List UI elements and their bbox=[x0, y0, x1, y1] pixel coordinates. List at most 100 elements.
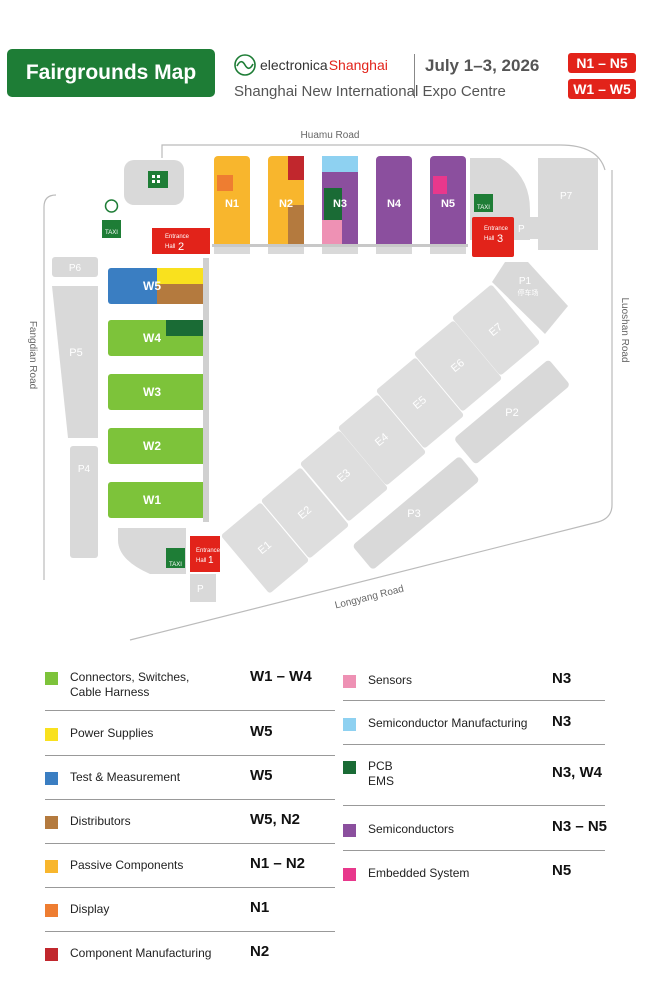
legend-halls: N3 bbox=[552, 713, 572, 730]
parking-p3-label: P3 bbox=[407, 508, 420, 520]
hall-n3-label: N3 bbox=[333, 198, 347, 210]
legend-label: Sensors bbox=[368, 673, 413, 687]
entrance-hall-3[interactable]: Entrance Hall 3 bbox=[472, 217, 514, 257]
parking-p7-label: P7 bbox=[560, 191, 573, 202]
parking-vip-ne-label: P bbox=[518, 224, 525, 235]
parking-p3[interactable] bbox=[352, 456, 480, 571]
legend-divider bbox=[45, 799, 335, 800]
page-title: Fairgrounds Map bbox=[7, 49, 215, 97]
road-south-label: Longyang Road bbox=[334, 584, 405, 612]
legend-label: Test & Measurement bbox=[70, 770, 181, 784]
svg-text:Hall: Hall bbox=[165, 244, 175, 250]
hall-w5[interactable] bbox=[108, 268, 206, 304]
brand-logo: electronica Shanghai bbox=[234, 54, 388, 76]
hall-w3-label: W3 bbox=[143, 385, 161, 399]
hall-n1-label: N1 bbox=[225, 198, 239, 210]
hall-n4[interactable] bbox=[376, 156, 412, 254]
svg-text:Hall: Hall bbox=[484, 236, 494, 242]
parking-p5[interactable] bbox=[52, 286, 98, 438]
legend-label-line2: Cable Harness bbox=[70, 685, 150, 699]
svg-text:Entrance: Entrance bbox=[196, 548, 221, 554]
legend-divider bbox=[45, 755, 335, 756]
parking-vip-ne[interactable] bbox=[515, 217, 541, 239]
hall-w3[interactable] bbox=[108, 374, 206, 410]
taxi-icon-west: TAXI bbox=[102, 199, 121, 238]
parking-p1-sublabel: 停车场 bbox=[518, 288, 539, 297]
hall-w1[interactable] bbox=[108, 482, 206, 518]
legend-halls: N3 bbox=[552, 670, 572, 687]
parking-p2-label: P2 bbox=[505, 407, 518, 419]
parking-p4[interactable] bbox=[70, 446, 98, 558]
legend-item-distributors: Distributors bbox=[45, 814, 131, 829]
hall-n3[interactable] bbox=[322, 156, 358, 254]
legend-item-component-mfg: Component Manufacturing bbox=[45, 946, 211, 961]
legend-divider bbox=[45, 887, 335, 888]
fairgrounds-map: Huamu Road Fangdian Road Luoshan Road Lo… bbox=[27, 130, 630, 641]
svg-text:TAXI: TAXI bbox=[477, 205, 490, 211]
taxi-icon-sw: TAXI bbox=[166, 548, 185, 568]
legend-label: Power Supplies bbox=[70, 726, 154, 740]
legend-label: Semiconductors bbox=[368, 822, 455, 836]
parking-p1[interactable] bbox=[492, 262, 568, 334]
parking-p7[interactable] bbox=[538, 158, 598, 250]
legend-label: PCB bbox=[368, 759, 393, 773]
legend-label: Connectors, Switches, bbox=[70, 670, 190, 684]
road-outlines bbox=[43, 144, 613, 641]
legend-label: Display bbox=[70, 902, 110, 916]
brand-electronica: electronica bbox=[260, 57, 328, 73]
legend-label: Passive Components bbox=[70, 858, 184, 872]
svg-text:Entrance: Entrance bbox=[484, 226, 509, 232]
parking-p2[interactable] bbox=[454, 359, 571, 465]
legend-divider bbox=[45, 843, 335, 844]
legend-halls: W5, N2 bbox=[250, 811, 301, 828]
electronica-logo-icon bbox=[234, 54, 256, 76]
event-date: July 1–3, 2026 bbox=[425, 56, 540, 75]
legend-halls: N3 – N5 bbox=[552, 818, 608, 835]
parking-vip-sw[interactable] bbox=[190, 574, 216, 602]
svg-text:1: 1 bbox=[208, 555, 214, 566]
legend-divider bbox=[45, 931, 335, 932]
legend-label: Embedded System bbox=[368, 866, 470, 880]
legend-halls: W1 – W4 bbox=[250, 668, 312, 685]
hall-n5[interactable] bbox=[430, 156, 466, 254]
legend-halls: N5 bbox=[552, 862, 572, 879]
hall-w1-label: W1 bbox=[143, 493, 161, 507]
legend-label: Component Manufacturing bbox=[70, 946, 212, 960]
hall-w5-label: W5 bbox=[143, 279, 161, 293]
legend-item-test: Test & Measurement bbox=[45, 770, 180, 785]
hall-w2[interactable] bbox=[108, 428, 206, 464]
hall-n2[interactable] bbox=[268, 156, 304, 254]
legend-halls: W5 bbox=[250, 723, 273, 740]
event-venue: Shanghai New International Expo Centre bbox=[234, 83, 506, 100]
legend-divider bbox=[343, 700, 605, 701]
legend-label-line2: EMS bbox=[368, 774, 395, 788]
hall-w2-label: W2 bbox=[143, 439, 161, 453]
parking-p1-label: P1 bbox=[519, 276, 532, 287]
legend-item-power: Power Supplies bbox=[45, 726, 153, 741]
parking-p6[interactable] bbox=[52, 257, 98, 277]
legend-item-passive: Passive Components bbox=[45, 858, 183, 873]
legend-divider bbox=[343, 805, 605, 806]
hall-n5-label: N5 bbox=[441, 198, 455, 210]
header-divider bbox=[414, 54, 415, 98]
road-east-label: Luoshan Road bbox=[619, 297, 630, 362]
svg-text:Hall: Hall bbox=[196, 558, 206, 564]
parking-p6-label: P6 bbox=[69, 263, 82, 274]
legend-halls: N3, W4 bbox=[552, 764, 603, 781]
legend-divider bbox=[343, 850, 605, 851]
legend-halls: N1 – N2 bbox=[250, 855, 306, 872]
hall-w4-label: W4 bbox=[143, 331, 161, 345]
hall-n4-label: N4 bbox=[387, 198, 402, 210]
legend-item-semiconductors: Semiconductors bbox=[343, 822, 454, 837]
entrance-hall-1[interactable]: Entrance Hall 1 bbox=[190, 536, 221, 572]
legend-item-semi-mfg: Semiconductor Manufacturing bbox=[343, 716, 527, 731]
building-icon bbox=[148, 171, 168, 188]
legend-swatch bbox=[45, 672, 58, 685]
entrance-hall-2[interactable]: Entrance Hall 2 bbox=[152, 228, 210, 254]
road-west-label: Fangdian Road bbox=[27, 321, 38, 389]
hall-w4[interactable] bbox=[108, 320, 206, 356]
hall-n1[interactable] bbox=[214, 156, 250, 254]
legend-divider bbox=[45, 710, 335, 711]
hall-n2-label: N2 bbox=[279, 198, 293, 210]
legend-item-connectors: Connectors, Switches,Cable Harness bbox=[45, 670, 189, 700]
